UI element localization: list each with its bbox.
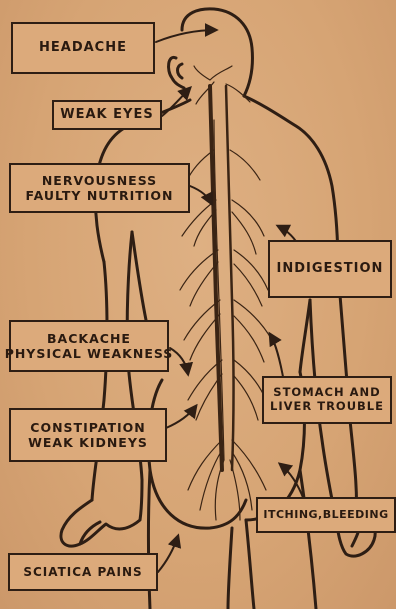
weak-kidneys-text: WEAK KIDNEYS: [28, 435, 148, 450]
sciatica-label: SCIATICA PAINS: [8, 553, 158, 591]
nervousness-text: NERVOUSNESS: [42, 173, 157, 188]
itching-bleeding-text: ITCHING,BLEEDING: [263, 508, 388, 521]
stomach-text: STOMACH AND: [273, 386, 380, 400]
spinal-cord: [210, 86, 234, 470]
weak-eyes-label: WEAK EYES: [52, 100, 162, 130]
indigestion-label: INDIGESTION: [268, 240, 392, 298]
headache-label: HEADACHE: [11, 22, 155, 74]
headache-text: HEADACHE: [39, 40, 127, 56]
backache-label: BACKACHE PHYSICAL WEAKNESS: [9, 320, 169, 372]
backache-text: BACKACHE: [47, 331, 131, 346]
nervousness-label: NERVOUSNESS FAULTY NUTRITION: [9, 163, 190, 213]
pointer-arrows: [156, 30, 304, 572]
nerve-branches: [180, 66, 272, 520]
liver-trouble-text: LIVER TROUBLE: [270, 400, 384, 414]
constipation-text: CONSTIPATION: [30, 420, 145, 435]
physical-weakness-text: PHYSICAL WEAKNESS: [5, 346, 174, 361]
indigestion-text: INDIGESTION: [277, 261, 384, 277]
faulty-nutrition-text: FAULTY NUTRITION: [25, 188, 173, 203]
itching-bleeding-label: ITCHING,BLEEDING: [256, 497, 396, 533]
stomach-liver-label: STOMACH AND LIVER TROUBLE: [262, 376, 392, 424]
sciatica-text: SCIATICA PAINS: [23, 565, 142, 579]
constipation-label: CONSTIPATION WEAK KIDNEYS: [9, 408, 167, 462]
weak-eyes-text: WEAK EYES: [60, 107, 153, 123]
